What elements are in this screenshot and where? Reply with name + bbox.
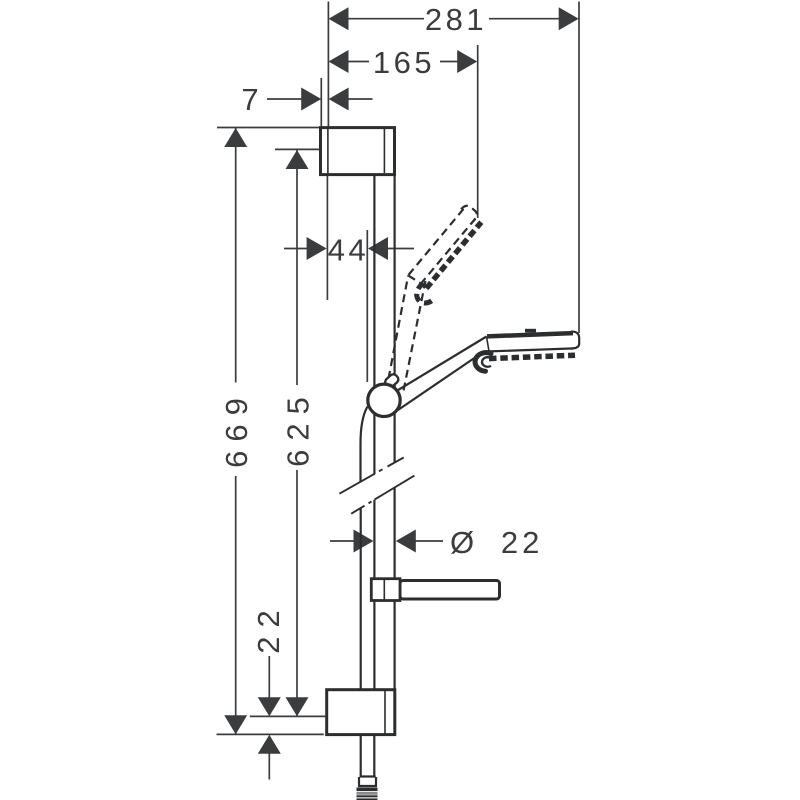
svg-text:7: 7 bbox=[241, 82, 258, 117]
svg-text:165: 165 bbox=[373, 45, 435, 80]
svg-text:44: 44 bbox=[328, 233, 369, 268]
svg-text:625: 625 bbox=[281, 388, 316, 467]
svg-text:669: 669 bbox=[219, 389, 254, 468]
svg-text:Ø 22: Ø 22 bbox=[450, 525, 543, 560]
svg-text:281: 281 bbox=[425, 2, 487, 37]
svg-text:22: 22 bbox=[251, 601, 286, 653]
